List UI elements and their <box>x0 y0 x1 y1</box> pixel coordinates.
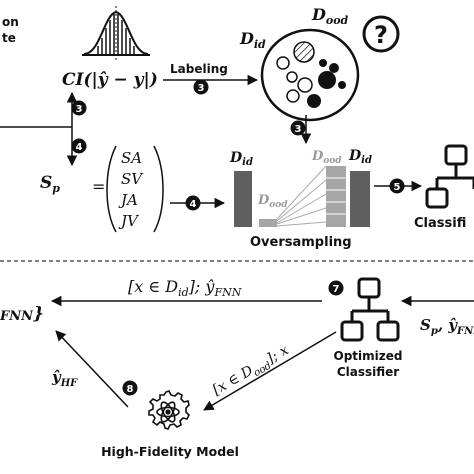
step-3-badge-a <box>193 79 209 95</box>
y-hf-label: ŷHF <box>51 368 78 389</box>
top-left-text-1: on <box>2 15 19 29</box>
ci-formula: CI(|ŷ − y|) <box>62 70 158 90</box>
dataset-circle <box>260 28 360 122</box>
labeling-label: Labeling <box>170 62 228 76</box>
step-3-badge-c <box>290 120 306 136</box>
step-7-text: 7 <box>333 284 340 295</box>
fnn-return-label: [x ∈ Did]; ŷFNN <box>128 277 242 299</box>
sp-item-2: SV <box>121 170 144 188</box>
sp-item-3: JA <box>118 191 138 209</box>
step-7-badge <box>328 280 344 296</box>
sp-left-paren <box>106 145 117 233</box>
step-4-text-b: 4 <box>190 199 197 210</box>
step-5-badge <box>389 178 405 194</box>
step-8-badge <box>122 380 138 396</box>
optimized-label-2: Classifier <box>337 365 399 379</box>
classifier-top-label: Classifi <box>414 216 466 231</box>
question-circle-icon: ? <box>362 15 400 53</box>
network-classifier-icon <box>425 144 474 209</box>
step-3-text-b: 3 <box>76 104 83 115</box>
step-3-text-a: 3 <box>198 83 205 94</box>
sp-right-paren <box>153 145 164 233</box>
step-4-badge-b <box>185 195 201 211</box>
step-5-text: 5 <box>394 182 401 193</box>
gaussian-curve-icon <box>82 6 150 60</box>
hf-return-arrow <box>55 330 129 408</box>
bar-d-ood-small: Dood <box>257 193 288 210</box>
gear-atom-icon <box>148 390 190 430</box>
step-4-text-a: 4 <box>76 142 83 153</box>
left-fnn-label: FNN} <box>0 304 44 324</box>
sp-input-label: Sp, ŷFNN <box>420 316 474 337</box>
d-id-top: Did <box>239 29 266 51</box>
optimized-label-1: Optimized <box>334 349 403 363</box>
optimized-classifier-icon <box>340 277 400 342</box>
step-4-badge-a <box>71 138 87 154</box>
sp-label: Sp <box>40 173 60 195</box>
sp-equals: = <box>92 177 105 196</box>
oversampling-bars <box>234 165 370 227</box>
step-3-text-c: 3 <box>295 124 302 135</box>
hf-model-label: High-Fidelity Model <box>101 444 239 459</box>
ood-diagonal-arrow <box>203 331 337 411</box>
top-left-text-2: te <box>2 31 16 45</box>
step-8-text: 8 <box>127 384 134 395</box>
sp-item-4: JV <box>118 212 140 230</box>
step-3-badge-b <box>71 100 87 116</box>
svg-text:?: ? <box>374 21 388 49</box>
bar-d-ood-right: Dood <box>311 149 342 166</box>
ood-diagonal-label: [x ∈ Dood]; x <box>210 342 293 401</box>
oversampling-label: Oversampling <box>250 235 352 250</box>
bar-d-id-right: Did <box>348 148 372 166</box>
bar-d-id-left: Did <box>229 150 253 168</box>
sp-item-1: SA <box>121 149 142 167</box>
d-ood-top: Dood <box>311 5 349 27</box>
